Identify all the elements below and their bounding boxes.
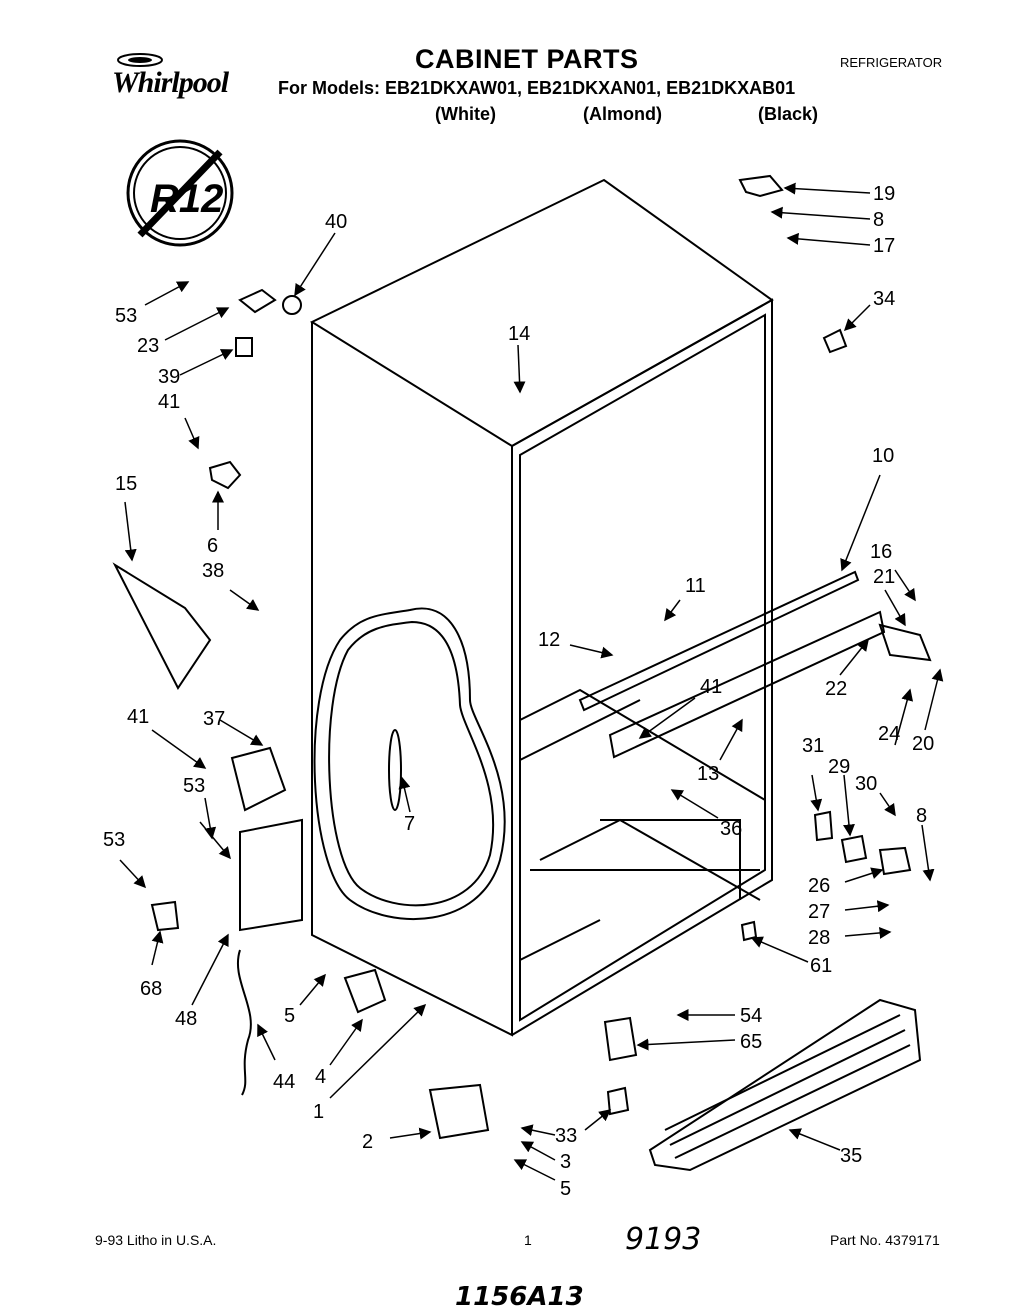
models-line: For Models: EB21DKXAW01, EB21DKXAN01, EB…: [278, 78, 796, 98]
callout-29: 29: [828, 756, 850, 778]
callout-16: 16: [870, 541, 892, 563]
callout-6: 6: [207, 535, 218, 557]
logo-swoosh-icon: [117, 53, 163, 67]
appliance-type: REFRIGERATOR: [840, 55, 943, 70]
print-info: 9-93 Litho in U.S.A.: [95, 1232, 217, 1248]
callout-35: 35: [840, 1145, 862, 1167]
callout-26: 26: [808, 875, 830, 897]
no-r12-badge: R12: [126, 139, 234, 247]
handwritten-code: 1156A13: [455, 1282, 584, 1312]
callout-11: 11: [685, 575, 706, 597]
callout-19: 19: [873, 183, 895, 205]
callout-3: 3: [560, 1151, 571, 1173]
callout-36: 36: [720, 818, 742, 840]
callout-5: 5: [284, 1005, 295, 1027]
callout-labels: 19 8 17 34 40 53 23 39 14 41 6 15 38 10 …: [103, 183, 934, 1200]
callout-31: 31: [802, 735, 824, 757]
callout-1: 1: [313, 1101, 324, 1123]
callout-44: 44: [273, 1071, 295, 1093]
callout-27: 27: [808, 901, 830, 923]
callout-10: 10: [872, 445, 894, 467]
page-number: 1: [524, 1232, 532, 1248]
handwritten-date: 9193: [625, 1222, 702, 1257]
callout-41: 41: [158, 391, 180, 413]
callout-41b: 41: [700, 676, 722, 698]
whirlpool-logo: [108, 50, 258, 110]
callout-41c: 41: [127, 706, 149, 728]
callout-39: 39: [158, 366, 180, 388]
callout-38: 38: [202, 560, 224, 582]
part-number: Part No. 4379171: [830, 1232, 940, 1248]
callout-53c: 53: [103, 829, 125, 851]
callout-5b: 5: [560, 1178, 571, 1200]
callout-37: 37: [203, 708, 225, 730]
callout-24: 24: [878, 723, 900, 745]
callout-2: 2: [362, 1131, 373, 1153]
callout-7: 7: [404, 813, 415, 835]
variant-white: (White): [435, 104, 496, 124]
callout-12: 12: [538, 629, 560, 651]
callout-28: 28: [808, 927, 830, 949]
callout-14: 14: [508, 323, 530, 345]
callout-33: 33: [555, 1125, 577, 1147]
callout-4: 4: [315, 1066, 326, 1088]
callout-23: 23: [137, 335, 159, 357]
callout-54: 54: [740, 1005, 762, 1027]
page-title: CABINET PARTS: [415, 44, 639, 74]
callout-8: 8: [873, 209, 884, 231]
callout-8b: 8: [916, 805, 927, 827]
callout-68: 68: [140, 978, 162, 1000]
callout-20: 20: [912, 733, 934, 755]
callout-21: 21: [873, 566, 895, 588]
callout-61: 61: [810, 955, 832, 977]
leader-lines: [119, 182, 944, 1181]
callout-40: 40: [325, 211, 347, 233]
callout-22: 22: [825, 678, 847, 700]
callout-17: 17: [873, 235, 895, 257]
callout-65: 65: [740, 1031, 762, 1053]
cabinet-body: [112, 174, 932, 1172]
callout-53: 53: [115, 305, 137, 327]
callout-15: 15: [115, 473, 137, 495]
callout-13: 13: [697, 763, 719, 785]
callout-48: 48: [175, 1008, 197, 1030]
variant-black: (Black): [758, 104, 819, 124]
callout-34: 34: [873, 288, 895, 310]
callout-30: 30: [855, 773, 877, 795]
callout-53b: 53: [183, 775, 205, 797]
variant-almond: (Almond): [583, 104, 662, 124]
brand-name: Whirlpool: [112, 66, 229, 99]
